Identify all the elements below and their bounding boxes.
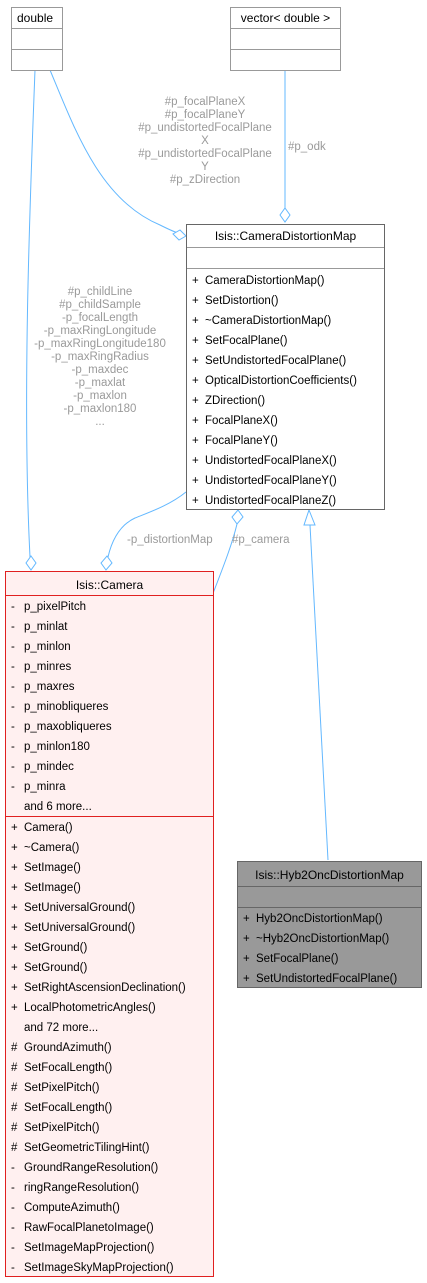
method-row: #SetPixelPitch(): [11, 1122, 100, 1134]
class-methods-section: +CameraDistortionMap() +SetDistortion() …: [187, 268, 384, 511]
method-row: #SetFocalLength(): [11, 1062, 113, 1074]
method-row: +~Hyb2OncDistortionMap(): [243, 933, 390, 945]
method-row: +SetRightAscensionDeclination(): [11, 982, 186, 994]
edge-label-double-to-map: #p_focalPlaneX #p_focalPlaneY #p_undisto…: [138, 96, 272, 186]
edge-label-map-to-camera: -p_distortionMap: [127, 534, 213, 546]
edge-inheritance-arrow: [303, 508, 316, 526]
method-row: -ringRangeResolution(): [11, 1182, 140, 1194]
method-row: +OpticalDistortionCoefficients(): [192, 375, 357, 387]
method-row: +SetImage(): [11, 882, 81, 894]
method-row: +UndistortedFocalPlaneZ(): [192, 495, 337, 507]
class-box-camera-distortion-map[interactable]: Isis::CameraDistortionMap +CameraDistort…: [186, 224, 385, 510]
method-row: -ComputeAzimuth(): [11, 1202, 120, 1214]
method-row: +Camera(): [11, 822, 73, 834]
edge-camera-to-map-diamond: [231, 509, 244, 525]
method-row: +CameraDistortionMap(): [192, 275, 325, 287]
method-row: -RawFocalPlanetoImage(): [11, 1222, 154, 1234]
method-row: +SetUniversalGround(): [11, 902, 136, 914]
class-methods-section: [231, 49, 340, 70]
attribute-row: -p_pixelPitch: [11, 601, 87, 613]
class-box-camera[interactable]: Isis::Camera -p_pixelPitch -p_minlat -p_…: [5, 571, 214, 1277]
method-row: +SetDistortion(): [192, 295, 279, 307]
method-row: -SetImageSkyMapProjection(): [11, 1262, 174, 1274]
edge-map-to-camera-diamond: [100, 555, 113, 571]
attribute-row: -p_minres: [11, 661, 72, 673]
method-row: +~CameraDistortionMap(): [192, 315, 332, 327]
method-row: +SetUndistortedFocalPlane(): [192, 355, 347, 367]
attribute-row: -p_minlat: [11, 621, 68, 633]
attribute-row: -p_maxobliqueres: [11, 721, 112, 733]
class-attributes-section: [12, 28, 62, 49]
method-row: +SetGround(): [11, 942, 88, 954]
method-row: +SetFocalPlane(): [192, 335, 288, 347]
method-row: +ZDirection(): [192, 395, 266, 407]
method-row: +SetUndistortedFocalPlane(): [243, 973, 398, 985]
edge-label-camera-to-map: #p_camera: [232, 534, 290, 546]
class-methods-section: +Hyb2OncDistortionMap() +~Hyb2OncDistort…: [238, 907, 421, 989]
attribute-row: -p_mindec: [11, 761, 74, 773]
class-box-hyb2-onc-distortion-map[interactable]: Isis::Hyb2OncDistortionMap +Hyb2OncDisto…: [237, 861, 422, 988]
method-row: #SetFocalLength(): [11, 1102, 113, 1114]
edge-double-to-camera-diamond: [25, 555, 37, 571]
method-row: -GroundRangeResolution(): [11, 1162, 159, 1174]
class-attributes-section: [187, 247, 384, 268]
attribute-row: -p_maxres: [11, 681, 75, 693]
edge-double-to-camera: [26, 69, 36, 558]
edge-label-double-to-camera: #p_childLine #p_childSample -p_focalLeng…: [34, 286, 166, 428]
method-row: #SetGeometricTilingHint(): [11, 1142, 150, 1154]
method-row: +FocalPlaneY(): [192, 435, 278, 447]
attribute-row: -p_minlon180: [11, 741, 90, 753]
class-title: Isis::CameraDistortionMap: [214, 229, 357, 243]
class-methods-section: [12, 49, 62, 70]
edge-inheritance: [309, 524, 329, 861]
method-row: +UndistortedFocalPlaneX(): [192, 455, 337, 467]
class-title: vector< double >: [240, 11, 331, 25]
edge-camera-to-map: [211, 523, 238, 597]
edge-label-vector-to-map: #p_odk: [288, 141, 326, 153]
class-attributes-section: -p_pixelPitch -p_minlat -p_minlon -p_min…: [6, 595, 213, 816]
method-row: -SetImageMapProjection(): [11, 1242, 155, 1254]
method-row: #GroundAzimuth(): [11, 1042, 112, 1054]
method-row: +SetGround(): [11, 962, 88, 974]
method-row: +Hyb2OncDistortionMap(): [243, 913, 383, 925]
class-attributes-section: [231, 28, 340, 49]
more-attributes[interactable]: and 6 more...: [24, 801, 92, 813]
attribute-row: -p_minra: [11, 781, 66, 793]
method-row: +UndistortedFocalPlaneY(): [192, 475, 337, 487]
method-row: +SetUniversalGround(): [11, 922, 136, 934]
class-title: double: [17, 11, 54, 25]
more-methods[interactable]: and 72 more...: [24, 1022, 99, 1034]
class-title: Isis::Hyb2OncDistortionMap: [255, 868, 404, 882]
class-title: Isis::Camera: [75, 578, 144, 592]
class-box-vector[interactable]: vector< double >: [230, 7, 341, 71]
method-row: +SetImage(): [11, 862, 81, 874]
method-row: #SetPixelPitch(): [11, 1082, 100, 1094]
class-methods-section: +Camera() +~Camera() +SetImage() +SetIma…: [6, 816, 213, 1278]
attribute-row: -p_minobliqueres: [11, 701, 109, 713]
method-row: +SetFocalPlane(): [243, 953, 339, 965]
edge-double-to-map-diamond: [172, 229, 187, 241]
edge-map-to-camera: [107, 491, 187, 558]
edge-double-to-map: [49, 69, 179, 234]
method-row: +LocalPhotometricAngles(): [11, 1002, 156, 1014]
edge-vector-to-map-diamond: [279, 207, 291, 223]
class-box-double[interactable]: double: [11, 7, 63, 71]
attribute-row: -p_minlon: [11, 641, 71, 653]
class-attributes-section: [238, 886, 421, 907]
method-row: +FocalPlaneX(): [192, 415, 278, 427]
method-row: +~Camera(): [11, 842, 80, 854]
